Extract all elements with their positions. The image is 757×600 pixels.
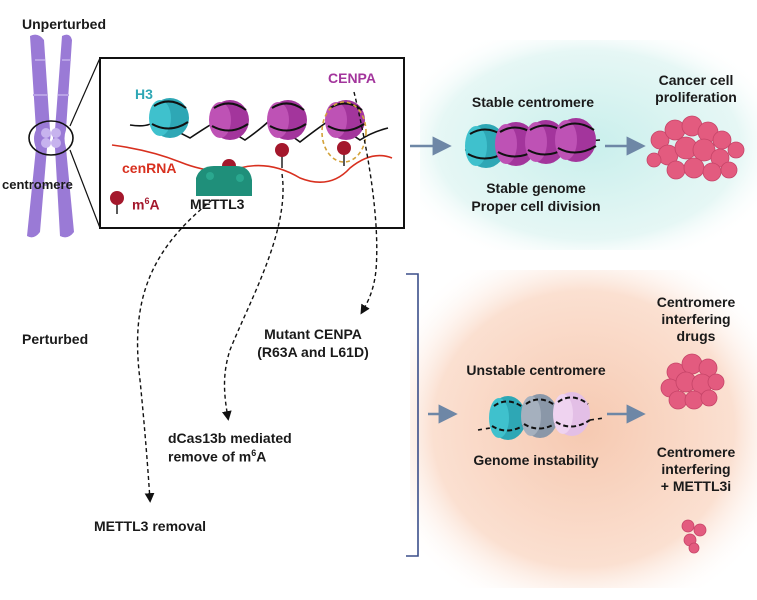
dcas13b-line2-suffix: A xyxy=(256,448,267,465)
combo-label-line2: interfering xyxy=(661,461,731,477)
cenpa-selection-ring xyxy=(321,101,367,163)
arrow-to-mettl3-removal xyxy=(136,199,213,503)
stable-genome-label: Stable genome xyxy=(486,180,586,196)
centromere-highlight-ring xyxy=(28,120,74,156)
cenpa-label: CENPA xyxy=(328,70,376,86)
drugs-label-line1: Centromere xyxy=(656,294,736,310)
cancer-cell-cluster-medium xyxy=(660,353,725,410)
perturbation-bracket xyxy=(406,273,419,557)
combo-label-line1: Centromere xyxy=(656,444,736,460)
m6a-mark-3 xyxy=(337,141,351,166)
centromere-label: centromere xyxy=(2,177,73,192)
drugs-label-line2: interfering xyxy=(661,311,731,327)
unstable-centromere-title: Unstable centromere xyxy=(466,362,606,378)
centromere-zoom-box xyxy=(99,57,405,229)
proliferation-label-line2: proliferation xyxy=(655,89,737,105)
genome-instability-label: Genome instability xyxy=(473,452,599,468)
unperturbed-heading: Unperturbed xyxy=(22,16,106,32)
drugs-label-line3: drugs xyxy=(676,328,716,344)
cenrna-strand xyxy=(111,144,393,184)
cenpa-nucleosome-1 xyxy=(209,100,249,140)
mutant-cenpa-line2: (R63A and L61D) xyxy=(257,344,369,360)
zoom-line-top xyxy=(69,57,101,127)
cancer-cell-cluster-small xyxy=(681,519,707,554)
arrow-to-dcas13b xyxy=(221,173,284,421)
cenrna-label: cenRNA xyxy=(122,160,177,176)
dcas13b-line2: remove of m6A xyxy=(168,448,266,465)
cenpa-nucleosome-2 xyxy=(267,100,307,140)
combo-label-line3: + METTL3i xyxy=(660,478,732,494)
m6a-superscript: 6 xyxy=(144,196,150,206)
stable-centromere-array xyxy=(464,118,601,168)
m6a-mark-2 xyxy=(275,143,289,168)
unstable-centromere-array xyxy=(477,392,605,440)
h3-label: H3 xyxy=(135,86,153,102)
h3-nucleosome xyxy=(149,98,189,138)
stable-centromere-title: Stable centromere xyxy=(471,94,595,110)
mutant-cenpa-line1: Mutant CENPA xyxy=(264,326,362,342)
perturbed-heading: Perturbed xyxy=(22,331,89,347)
zoom-line-bottom xyxy=(69,149,101,229)
proper-division-label: Proper cell division xyxy=(471,198,601,214)
mettl3-removal-label: METTL3 removal xyxy=(94,518,207,534)
cancer-cell-cluster-large xyxy=(646,115,745,182)
cenpa-nucleosome-3 xyxy=(325,100,365,140)
arrow-to-mutant-cenpa xyxy=(353,91,378,315)
m6a-suffix: A xyxy=(149,196,160,213)
dcas13b-line2-prefix: remove of m xyxy=(168,448,252,465)
mettl3-label: METTL3 xyxy=(190,196,245,212)
m6a-legend-label: m6A xyxy=(132,196,160,213)
chromosome-icon xyxy=(27,34,74,238)
m6a-legend-symbol xyxy=(110,191,124,214)
dcas13b-superscript: 6 xyxy=(251,448,257,458)
dcas13b-line1: dCas13b mediated xyxy=(168,430,292,446)
mettl3-enzyme-icon xyxy=(196,166,252,196)
m6a-prefix: m xyxy=(132,196,145,213)
proliferation-label-line1: Cancer cell xyxy=(658,72,734,88)
